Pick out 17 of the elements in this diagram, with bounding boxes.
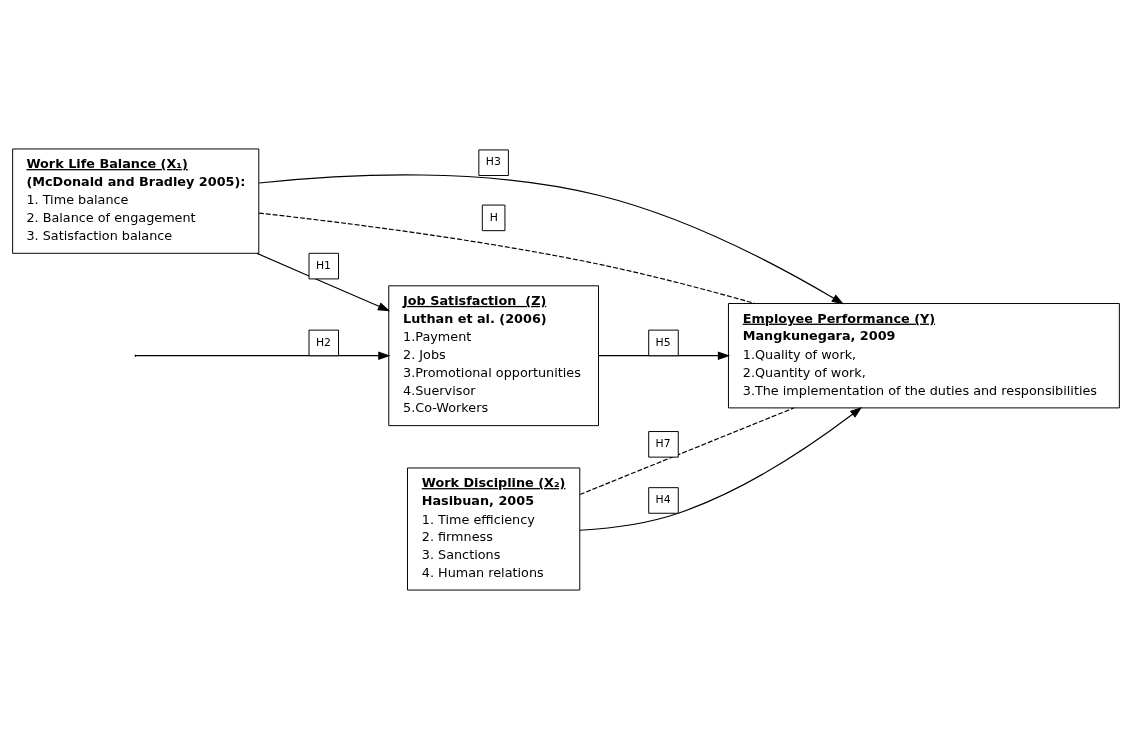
edge-label: H3 (485, 154, 501, 168)
connector (258, 212, 756, 304)
node-box: Work Life Balance (X₁) (McDonald and Bradley 2005): 1. Time balance 2. Balance of engagement 3. Satisfaction balance (12, 147, 260, 254)
edge-label: H (489, 210, 498, 224)
connector (579, 406, 795, 495)
edge-label: H2 (315, 335, 331, 349)
arrow (579, 406, 863, 531)
arrow (136, 350, 391, 360)
node-box: Work Discipline (X₂) Hasibuan, 2005 1. Time efficiency 2. firmness 3. Sanctions 4. Human relations (407, 466, 581, 591)
edge-label: H7 (655, 436, 671, 450)
edge-label: H5 (655, 335, 671, 349)
node-box: Job Satisfaction (Z) Luthan et al. (2006) 1.Payment 2. Jobs 3.Promotional opportunities 4.Suervisor 5.Co-Workers (388, 284, 599, 426)
node-box: Employee Performance (Y) Mangkunegara, 2009 1.Quality of work, 2.Quantity of work, 3.The implementation of the duties and responsibilities (728, 302, 1120, 408)
edge-label: H4 (655, 492, 671, 506)
arrow (598, 350, 731, 360)
edge-label: H1 (315, 258, 331, 272)
arrow (258, 173, 844, 304)
